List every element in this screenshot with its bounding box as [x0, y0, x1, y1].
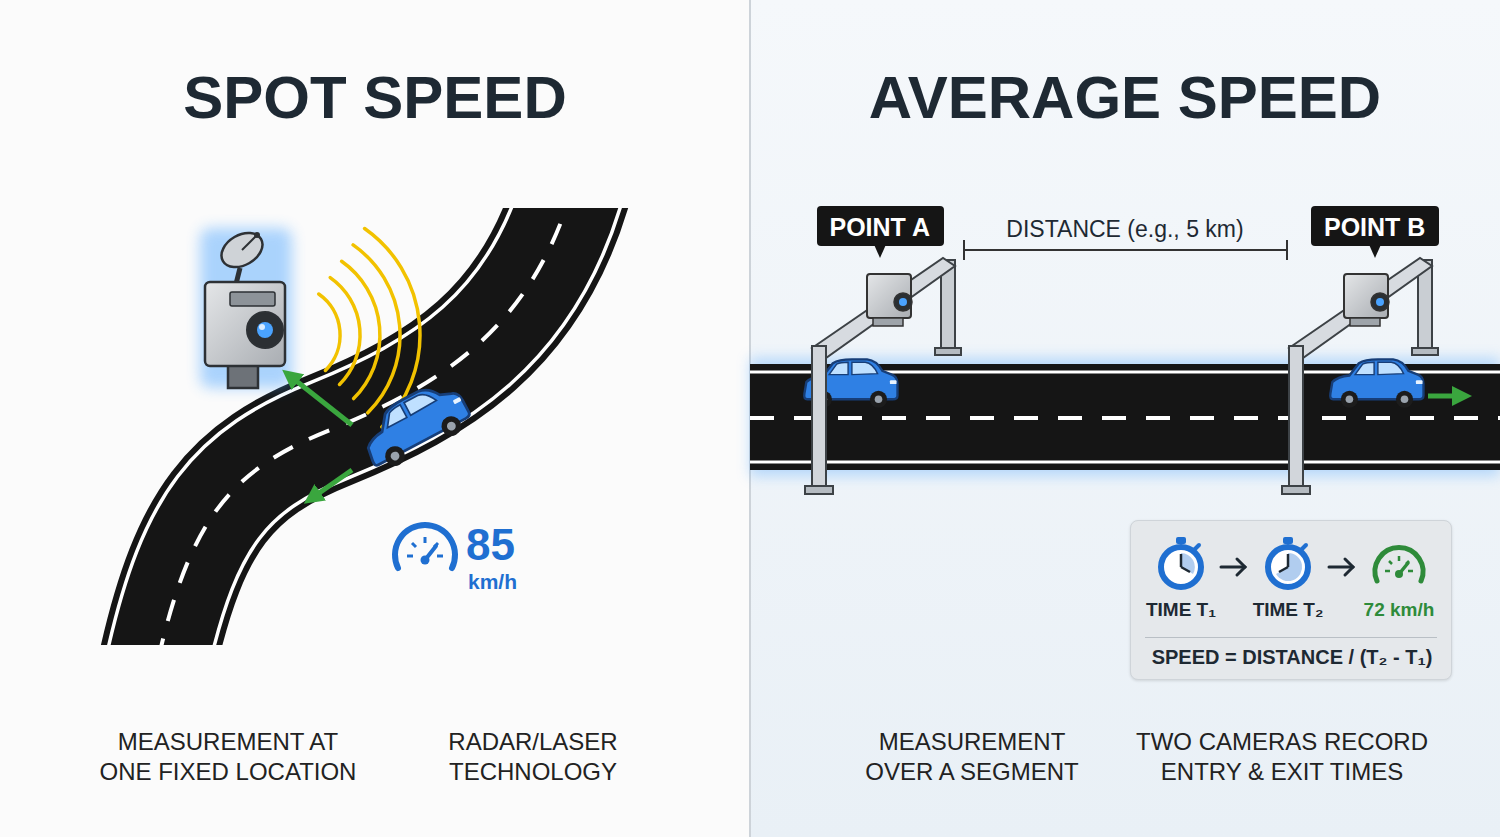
stopwatch-icon [1161, 537, 1201, 587]
speedometer-icon [1375, 547, 1423, 581]
speed-value: 85 [466, 522, 576, 568]
camera-gantry [1282, 258, 1438, 494]
panel-divider [1145, 637, 1437, 638]
caption-note: MEASUREMENT AT ONE FIXED LOCATION [91, 727, 366, 787]
car [354, 375, 476, 475]
speed-result: 72 km/h [1364, 599, 1435, 622]
point-tag: POINT A [817, 206, 944, 246]
speedometer-icon [395, 525, 455, 568]
right-background [750, 0, 1500, 837]
panel-heading: SPOT SPEED [15, 66, 735, 129]
point-tag: POINT B [1311, 206, 1439, 246]
point-name: POINT A [830, 212, 930, 242]
straight-road [750, 358, 1500, 476]
direction-arrow [1428, 394, 1462, 399]
stopwatch-icon [1268, 537, 1308, 587]
time-label: TIME T₂ [1253, 599, 1324, 622]
left-background [0, 0, 750, 837]
point-name: POINT B [1324, 212, 1425, 242]
distance-label: DISTANCE (e.g., 5 km) [975, 215, 1275, 244]
caption-note: TWO CAMERAS RECORD ENTRY & EXIT TIMES [1132, 727, 1432, 787]
speed-unit: km/h [468, 569, 578, 595]
formula-panel: TIME T₁ TIME T₂ 72 km/hSPEED = DISTANCE / … [1130, 520, 1452, 680]
caption-note: MEASUREMENT OVER A SEGMENT [855, 727, 1090, 787]
radar-camera [200, 226, 292, 388]
time-label: TIME T₁ [1146, 599, 1216, 622]
speed-formula: SPEED = DISTANCE / (T₂ - T₁) [1152, 645, 1433, 669]
car [1330, 359, 1423, 407]
distance-bracket [964, 240, 1287, 260]
direction-arrow [312, 470, 352, 498]
timing-icons [1131, 521, 1453, 641]
panel-heading: AVERAGE SPEED [765, 66, 1485, 129]
camera-gantry [805, 258, 961, 494]
caption-note: RADAR/LASER TECHNOLOGY [408, 727, 658, 787]
direction-arrow [290, 376, 352, 425]
